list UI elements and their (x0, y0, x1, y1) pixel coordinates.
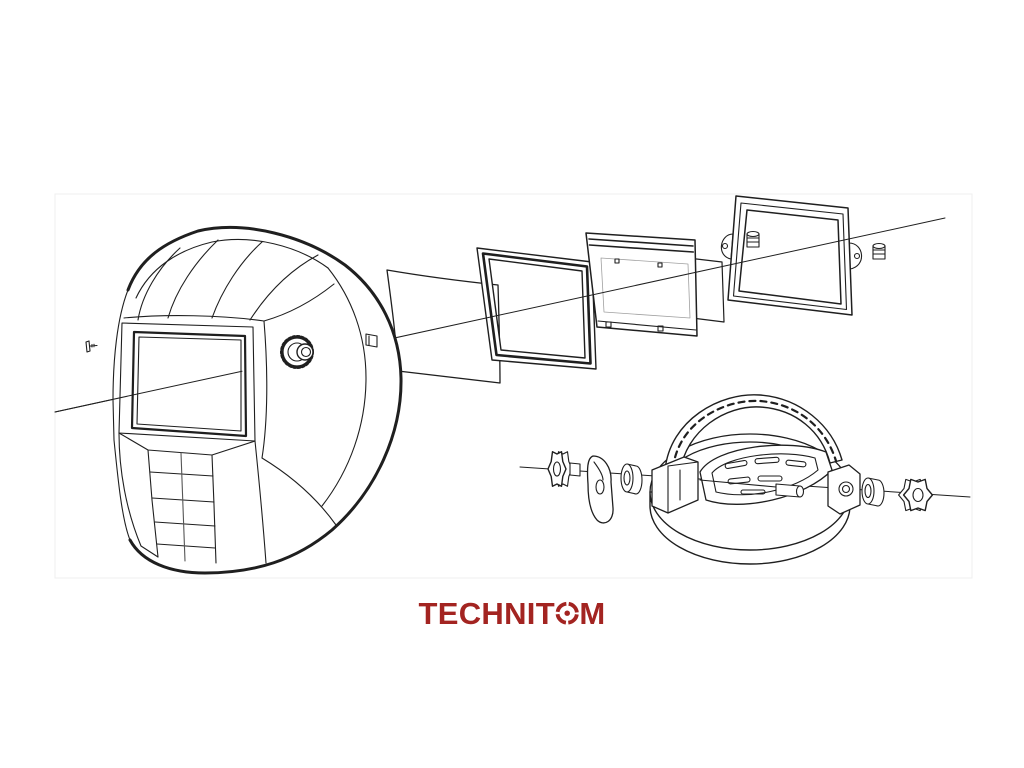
brand-logo-letter: C (458, 596, 482, 631)
right-spacer-ring (861, 477, 885, 507)
mounting-screw (85, 340, 98, 353)
right-ratchet-housing (827, 464, 861, 515)
retaining-screw-left (746, 230, 760, 248)
chin-grille (118, 432, 267, 564)
left-ratchet-housing (651, 456, 699, 514)
brand-logo-letter: T (535, 596, 555, 631)
gear-center-dot (564, 610, 570, 616)
shade-control-knob (280, 335, 314, 369)
brand-logo: TECHNITOM (0, 598, 1024, 629)
helmet-axis-line-front (54, 370, 243, 413)
top-strap (664, 394, 843, 473)
viewing-window (118, 322, 256, 442)
left-pivot-bracket (586, 455, 614, 524)
brand-logo-letter: T (418, 596, 438, 631)
gear-icon (555, 601, 579, 625)
lens-holder-frame (476, 247, 597, 370)
headgear-assembly (649, 394, 861, 565)
brand-logo-letter: M (579, 596, 606, 631)
left-adjustment-knob (547, 451, 581, 487)
brand-logo-letter: H (481, 596, 505, 631)
brand-logo-letter: E (437, 596, 459, 631)
head-cradle (699, 444, 833, 505)
side-vent-square (365, 333, 378, 348)
right-adjustment-knob (898, 478, 934, 512)
left-spacer-ring (620, 463, 643, 495)
center-rod (699, 479, 805, 498)
helmet-shell (112, 226, 403, 575)
brand-logo-letter: I (526, 596, 536, 631)
brand-logo-letter: N (504, 596, 527, 631)
cartridge-retaining-frame (720, 195, 863, 316)
drawing-frame (54, 193, 973, 579)
retaining-screw-right (872, 242, 886, 260)
brand-logo-gear-o: O (555, 598, 579, 629)
